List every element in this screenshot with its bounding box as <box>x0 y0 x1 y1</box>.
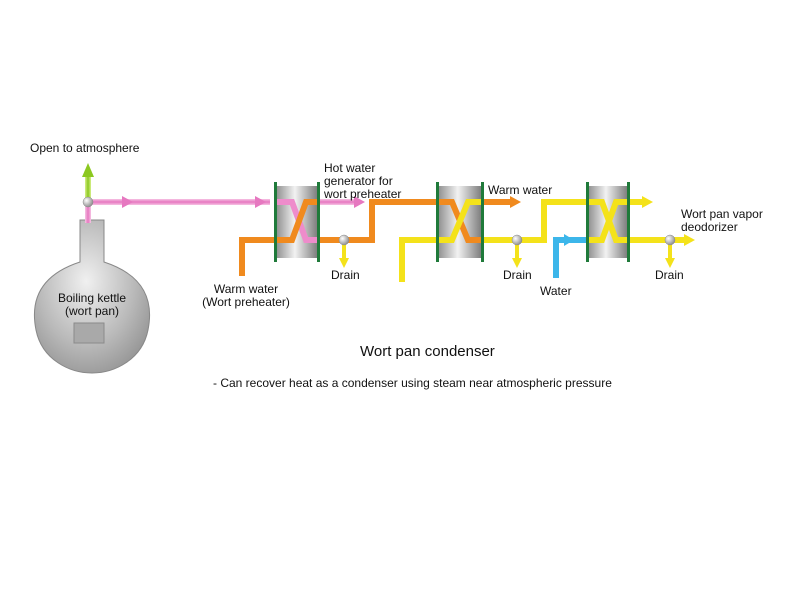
steam-pipe <box>85 196 365 243</box>
drain-2 <box>511 234 523 268</box>
vent-pipe <box>82 163 94 203</box>
label-hot-water-generator: Hot water generator for wort preheater <box>324 162 401 201</box>
label-vapor-line2: deodorizer <box>681 220 738 234</box>
heat-exchanger-2 <box>436 182 484 262</box>
label-boiling-kettle: Boiling kettle (wort pan) <box>40 292 144 318</box>
heat-exchanger-3 <box>586 182 630 262</box>
label-warm-water-outlet: Warm water <box>488 183 553 197</box>
label-wort-pan-vapor-deodorizer: Wort pan vapor deodorizer <box>681 208 763 234</box>
label-hot-water-line3: wort preheater <box>324 187 402 201</box>
label-hot-water-line2: generator for <box>324 174 393 188</box>
label-open-to-atmosphere: Open to atmosphere <box>30 141 140 155</box>
kettle-window <box>73 322 105 344</box>
label-water: Water <box>540 284 572 298</box>
label-drain-3: Drain <box>655 268 684 282</box>
steam-junction-node <box>82 196 94 208</box>
drain-3 <box>664 234 676 268</box>
label-drain-1: Drain <box>331 268 360 282</box>
boiling-kettle <box>33 219 151 374</box>
label-vapor-line1: Wort pan vapor <box>681 207 763 221</box>
label-boiling-kettle-line2: (wort pan) <box>64 304 120 318</box>
label-warm-water-inlet-line2: (Wort preheater) <box>202 295 290 309</box>
label-warm-water-inlet-line1: Warm water <box>213 282 279 296</box>
drain-1 <box>338 234 350 268</box>
label-boiling-kettle-line1: Boiling kettle <box>57 291 127 305</box>
diagram-note: - Can recover heat as a condenser using … <box>213 376 612 390</box>
label-warm-water-inlet: Warm water (Wort preheater) <box>196 283 296 309</box>
diagram-title: Wort pan condenser <box>360 343 495 360</box>
label-hot-water-line1: Hot water <box>324 161 376 175</box>
hx3-flows <box>553 196 695 278</box>
heat-exchanger-1 <box>274 182 320 262</box>
label-drain-2: Drain <box>503 268 532 282</box>
